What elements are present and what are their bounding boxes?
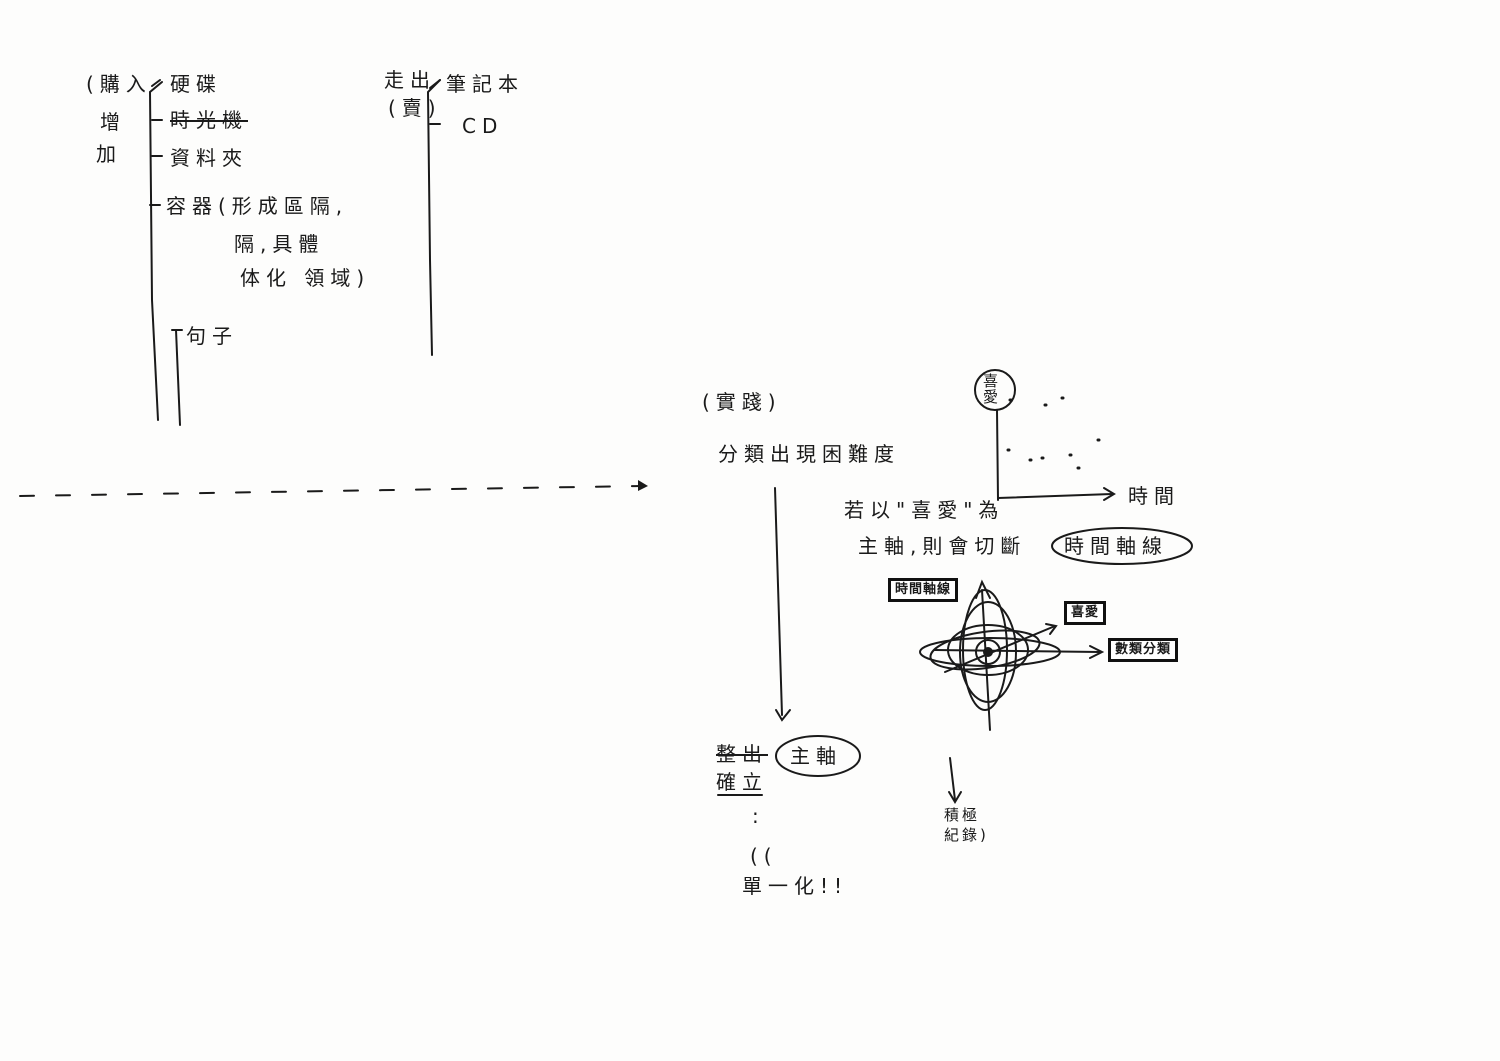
middle-item-2: CD <box>462 114 504 138</box>
sort-out-label: 整出 <box>716 742 768 766</box>
main-axis-ellipse <box>775 735 861 777</box>
radial-mid-label: 喜愛 <box>1064 601 1107 625</box>
middle-root-label-1: 走出 <box>384 68 436 92</box>
left-item-5: 隔,具體 <box>234 232 325 256</box>
classify-note: 分類出現困難度 <box>718 442 900 466</box>
radial-right-label: 數類分類 <box>1108 638 1179 662</box>
down-arrow <box>774 487 783 716</box>
x-axis-label: 時間 <box>1128 484 1180 508</box>
left-item-3: 資料夾 <box>170 146 248 170</box>
middle-root-label-2: (賣) <box>388 96 442 120</box>
left-root-label-2: 增 <box>100 110 126 134</box>
radial-v-axis <box>981 589 991 731</box>
middle-tree-trunk <box>426 79 441 356</box>
left-item-7: 句子 <box>186 324 238 348</box>
left-item-6: 体化 領域) <box>240 266 371 290</box>
practice-label: (實踐) <box>702 390 782 414</box>
left-item-1: 硬碟 <box>170 72 222 96</box>
bottom-note-2: 紀錄) <box>944 826 989 844</box>
left-root-label-1: (購入 <box>86 72 152 96</box>
dots-mark: : <box>752 804 765 828</box>
left-item-2: 時光機 <box>170 108 248 132</box>
y-axis-label: 喜愛 <box>983 372 999 406</box>
main-axis-circled: 主軸 <box>790 744 842 768</box>
bottom-note-1: 積極 <box>944 806 981 824</box>
left-root-label-3: 加 <box>96 142 122 166</box>
axis-line-note: 主軸,則會切斷 <box>858 534 1027 558</box>
left-tree-branch <box>175 329 181 426</box>
quote-mark: (( <box>750 844 778 868</box>
middle-item-1: 筆記本 <box>446 72 524 96</box>
y-axis-circle <box>974 369 1016 411</box>
left-tree-trunk <box>148 81 163 421</box>
timeline-ellipse <box>1051 527 1193 565</box>
timeline-circled: 時間軸線 <box>1064 534 1168 558</box>
radial-top-label: 時間軸線 <box>888 578 959 602</box>
dashed-divider <box>19 485 641 497</box>
establish-label: 確立 <box>716 770 768 794</box>
if-line-note: 若以"喜愛"為 <box>844 498 1005 522</box>
x-axis <box>997 493 1113 499</box>
left-item-4: 容器(形成區隔, <box>166 194 349 218</box>
simplify-note: 單一化!! <box>742 874 849 898</box>
